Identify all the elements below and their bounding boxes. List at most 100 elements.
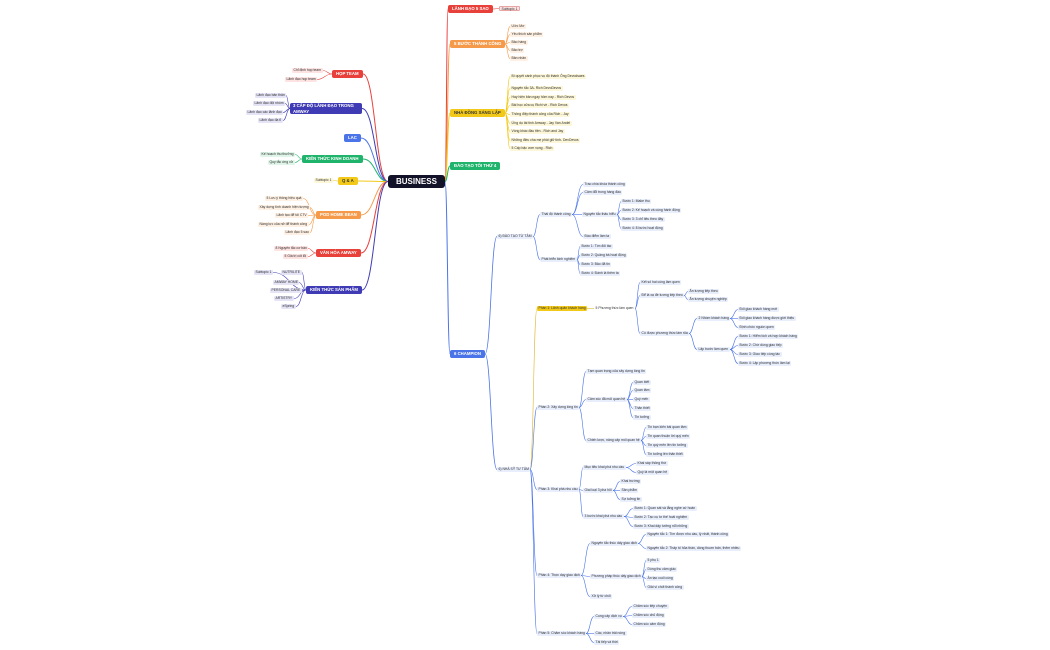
- p2-sub1-4[interactable]: Thân thiết: [633, 406, 652, 411]
- p1-sub5-1[interactable]: Bước 1: Hiểm tích và hợp khách hàng: [738, 334, 799, 339]
- p3-sub2-3[interactable]: Sự tuởng tin: [620, 497, 642, 502]
- champion-nguyen-tac-3[interactable]: Bước 3: 3 chỉ tiêu theo đây: [621, 217, 665, 222]
- p1-child-3[interactable]: Có được phương thức làm rủa: [640, 331, 690, 336]
- cap-do-child-2[interactable]: Lãnh đạo đội nhóm: [253, 101, 286, 106]
- champion-phat-trien-4[interactable]: Bước 4: Đánh là thêm ta: [580, 271, 621, 276]
- ndsl-child-2[interactable]: Nguyên tắc 3A- Rich DevoDevos: [510, 86, 563, 91]
- p5-sub1-1[interactable]: Chăm sóc tiếp chuyện: [632, 604, 669, 609]
- champion-phat-trien-1[interactable]: Bước 1: Tìm đối tác: [580, 244, 613, 249]
- champion-phat-trien-3[interactable]: Bước 3: Bảo đã tin: [580, 262, 612, 267]
- p1-sub4-3[interactable]: Định chức nguồn quen: [738, 325, 776, 330]
- p5-sub1-2[interactable]: Chăm sóc chủ động: [632, 613, 666, 618]
- p2-sub1-3[interactable]: Quý mến: [633, 397, 650, 402]
- p1-sub3-1[interactable]: 2 Nhóm khách hàng: [697, 316, 731, 321]
- champion-phan-2[interactable]: Phần 2: Xây dựng lòng tin: [537, 405, 580, 410]
- champion-thai-do-1[interactable]: Trao chìa khóa thành công: [583, 182, 627, 187]
- p2-sub2-1[interactable]: Tin bạn kiến bài quan tâm: [646, 425, 688, 430]
- p1-sub2-1[interactable]: Ăn tượng tiếp theo: [688, 289, 720, 294]
- san-pham-child-1[interactable]: Subtopic 1: [254, 270, 274, 275]
- ndsl-child-8[interactable]: Những điều cha mẹ phải giữ tinh- DevDevo…: [510, 138, 581, 143]
- p2-sub1-1[interactable]: Quan biết: [633, 380, 651, 385]
- p5-child-2[interactable]: Các, nhân trải nóng: [594, 631, 627, 636]
- p1-sub5-3[interactable]: Bước 3: Giao tiếp cùng tác: [738, 352, 782, 357]
- kinh-doanh-child-1[interactable]: Kế hoạch thu thưởng: [260, 152, 296, 157]
- ndsl-child-3[interactable]: Hay hiện bản ngay hôm nay - Rich Devos: [510, 95, 576, 100]
- hop-team-child-1[interactable]: Chỉ định họp team: [292, 68, 323, 73]
- p4-sub2-1[interactable]: 5 phụ 1: [646, 558, 661, 563]
- p2-sub2-3[interactable]: Tin quý mến lên tin tưởng: [646, 443, 688, 448]
- topic-lac[interactable]: LAC: [344, 134, 361, 142]
- champion-nguyen-tac-1[interactable]: Bước 1: Make thu: [621, 199, 652, 204]
- p1-child-1[interactable]: Kết số hai cùng làm quen: [640, 280, 682, 285]
- topic-dao-tao[interactable]: ĐÀO TẠO TỐI THỨ 4: [450, 162, 501, 170]
- champion-nguyen-tac[interactable]: Nguyên tắc thấu hiểu: [582, 212, 618, 217]
- p4-child-3[interactable]: Xử lý từ chối: [590, 594, 613, 599]
- p2-child-2[interactable]: Cảm xúc đã mối quan hệ: [586, 397, 627, 402]
- p3-sub1-1[interactable]: Khai sáp thông thứ: [636, 461, 668, 466]
- p4-sub1-1[interactable]: Nguyên tắc 1: Tìm được nhu cầu, lý nhất,…: [646, 532, 730, 537]
- ndsl-child-4[interactable]: Bài học cửa cụ Richi về - Rich Devos: [510, 103, 569, 108]
- champion-nguyen-tac-4[interactable]: Bước 4: 8 bước hoạt động: [621, 226, 665, 231]
- topic-6-champion[interactable]: 6 CHAMPION: [450, 350, 485, 358]
- p2-child-3[interactable]: Chiến lược, nâng cấp mối quan hệ: [586, 438, 642, 443]
- root-topic[interactable]: BUSINESS: [388, 175, 445, 188]
- p1-sub5-2[interactable]: Bước 2: Chờ dùng giao tiếp: [738, 343, 783, 348]
- hop-team-child-2[interactable]: Lãnh đạo họp team: [285, 77, 318, 82]
- topic-3-cap-do[interactable]: 3 CẤP ĐỘ LÃNH ĐẠO TRONG AMWAY: [290, 103, 362, 114]
- san-pham-child-4[interactable]: PERSONAL CARE: [270, 288, 302, 293]
- p5-child-1[interactable]: Cung cấp dịch vụ: [594, 614, 624, 619]
- p3-sub2-2[interactable]: Sản phẩm: [620, 488, 639, 493]
- p3-child-2[interactable]: Giai loại 3 pha hỏi: [583, 488, 614, 493]
- p1-sub4-2[interactable]: Đối giao khách hàng được giới thiệu: [738, 316, 796, 321]
- ndsl-child-5[interactable]: Thông điệp thành công của Rich - Jay: [510, 112, 571, 117]
- pod-child-5[interactable]: Lãnh đạo 5 sao: [284, 230, 311, 235]
- van-hoa-child-1[interactable]: 8 Nguyên tắc cơ bản: [274, 246, 309, 251]
- buoc-child-5[interactable]: Bản nhân: [510, 56, 528, 61]
- p1-sub5-4[interactable]: Bước 4: Lập phương thức làm lại: [738, 361, 792, 366]
- qa-child[interactable]: Subtopic 1: [314, 178, 334, 183]
- champion-phan-4[interactable]: Phần 4: Thực dạy giao dịch: [537, 573, 582, 578]
- champion-phan-1[interactable]: Phần 1: Lãnh quản khách hàng: [537, 306, 588, 311]
- pod-child-2[interactable]: Xây dựng tình doanh hiện tượng: [258, 205, 311, 210]
- topic-van-hoa-amway[interactable]: VĂN HÓA AMWAY: [316, 249, 361, 257]
- p2-sub1-2[interactable]: Quan tâm: [633, 388, 651, 393]
- p2-sub2-4[interactable]: Tin tưởng lên thân thiết: [646, 452, 685, 457]
- topic-hop-team[interactable]: HỌP TEAM: [332, 70, 363, 78]
- champion-phan-3[interactable]: Phần 3: Khai phá nhu cầu: [537, 487, 580, 492]
- champion-phan-1-sub[interactable]: 5 Phương thức làm quen: [594, 306, 635, 311]
- p4-sub2-4[interactable]: Giải vì chốt thành công: [646, 585, 684, 590]
- cap-do-child-1[interactable]: Lãnh đạo bản thân: [255, 93, 287, 98]
- p1-sub3-2[interactable]: Lặp bước làm quen: [697, 347, 730, 352]
- ndsl-child-9[interactable]: 5 Cấp bậc ươn vọng - Rich: [510, 146, 554, 151]
- p5-child-3[interactable]: Tái tiếp và thời: [594, 640, 620, 645]
- p1-sub2-2[interactable]: Ăn tượng chuyện nghiệp: [688, 297, 729, 302]
- p4-sub2-2[interactable]: Dòng thu cảm giác: [646, 567, 678, 572]
- champion-dao-tao-tu-tam[interactable]: 6) ĐÀO TẠO TỪ TÂM: [497, 234, 534, 239]
- p3-sub1-2[interactable]: Quý là một quan hệ: [636, 470, 669, 475]
- champion-tu-van[interactable]: 6) NHÀ SỸ TƯ TÂM: [497, 467, 531, 472]
- topic-5-buoc-thanh-cong[interactable]: 5 BƯỚC THÀNH CÔNG: [450, 40, 506, 48]
- p1-sub4-1[interactable]: Đối giao khách hàng mới: [738, 307, 779, 312]
- van-hoa-child-2[interactable]: 5 Giá trị cốt lõi: [283, 254, 308, 259]
- p2-child-1[interactable]: Tạm quan trọng của xây dựng lòng tin: [586, 369, 647, 374]
- san-pham-child-3[interactable]: AMWAY HOME: [273, 280, 300, 285]
- buoc-child-4[interactable]: Bảo trợ: [510, 48, 525, 53]
- p3-child-3[interactable]: 3 bước khai phá nhu cầu: [583, 514, 624, 519]
- p1-child-2[interactable]: Để là xạ đề tương tiếp theo: [640, 293, 685, 298]
- p2-sub2-2[interactable]: Tin quan thuận lời quý mến: [646, 434, 691, 439]
- topic-kien-thuc-san-pham[interactable]: KIẾN THỨC SẢN PHẨM: [306, 286, 362, 294]
- topic-qa[interactable]: Q & A: [338, 177, 358, 185]
- p3-sub3-1[interactable]: Bước 1: Quan sát và lắng nghe cứ hoàn: [633, 506, 697, 511]
- ndsl-child-6[interactable]: Ứng dụ tài tinh Amway - Jay Van Andel: [510, 121, 572, 126]
- p2-sub1-5[interactable]: Tin tưởng: [633, 415, 651, 420]
- topic-lanh-dao-5-sao[interactable]: LÃNH ĐẠO 5 SAO: [448, 5, 493, 13]
- p5-sub1-3[interactable]: Chăm sóc cảm động: [632, 622, 667, 627]
- champion-dao-tao-cap[interactable]: Đào điểm làm ta: [583, 234, 611, 239]
- p3-sub3-2[interactable]: Bước 2: Tạo cụ tư thế hoài nghiệm: [633, 515, 689, 520]
- pod-child-3[interactable]: Lãnh tạo để tối CTV: [275, 213, 309, 218]
- p4-child-1[interactable]: Nguyên tắc thúc dấy giao dịch: [590, 541, 639, 546]
- ndsl-child-1[interactable]: Bí quyết cánh phục vụ độ thành Ông Devod…: [510, 74, 586, 79]
- buoc-child-2[interactable]: Yêu thích sản phẩm: [510, 32, 544, 37]
- p4-child-2[interactable]: Phương pháp thúc dấy giao dịch: [590, 574, 643, 579]
- pod-child-1[interactable]: 5 Lưu ý thông hiệu quả: [265, 196, 303, 201]
